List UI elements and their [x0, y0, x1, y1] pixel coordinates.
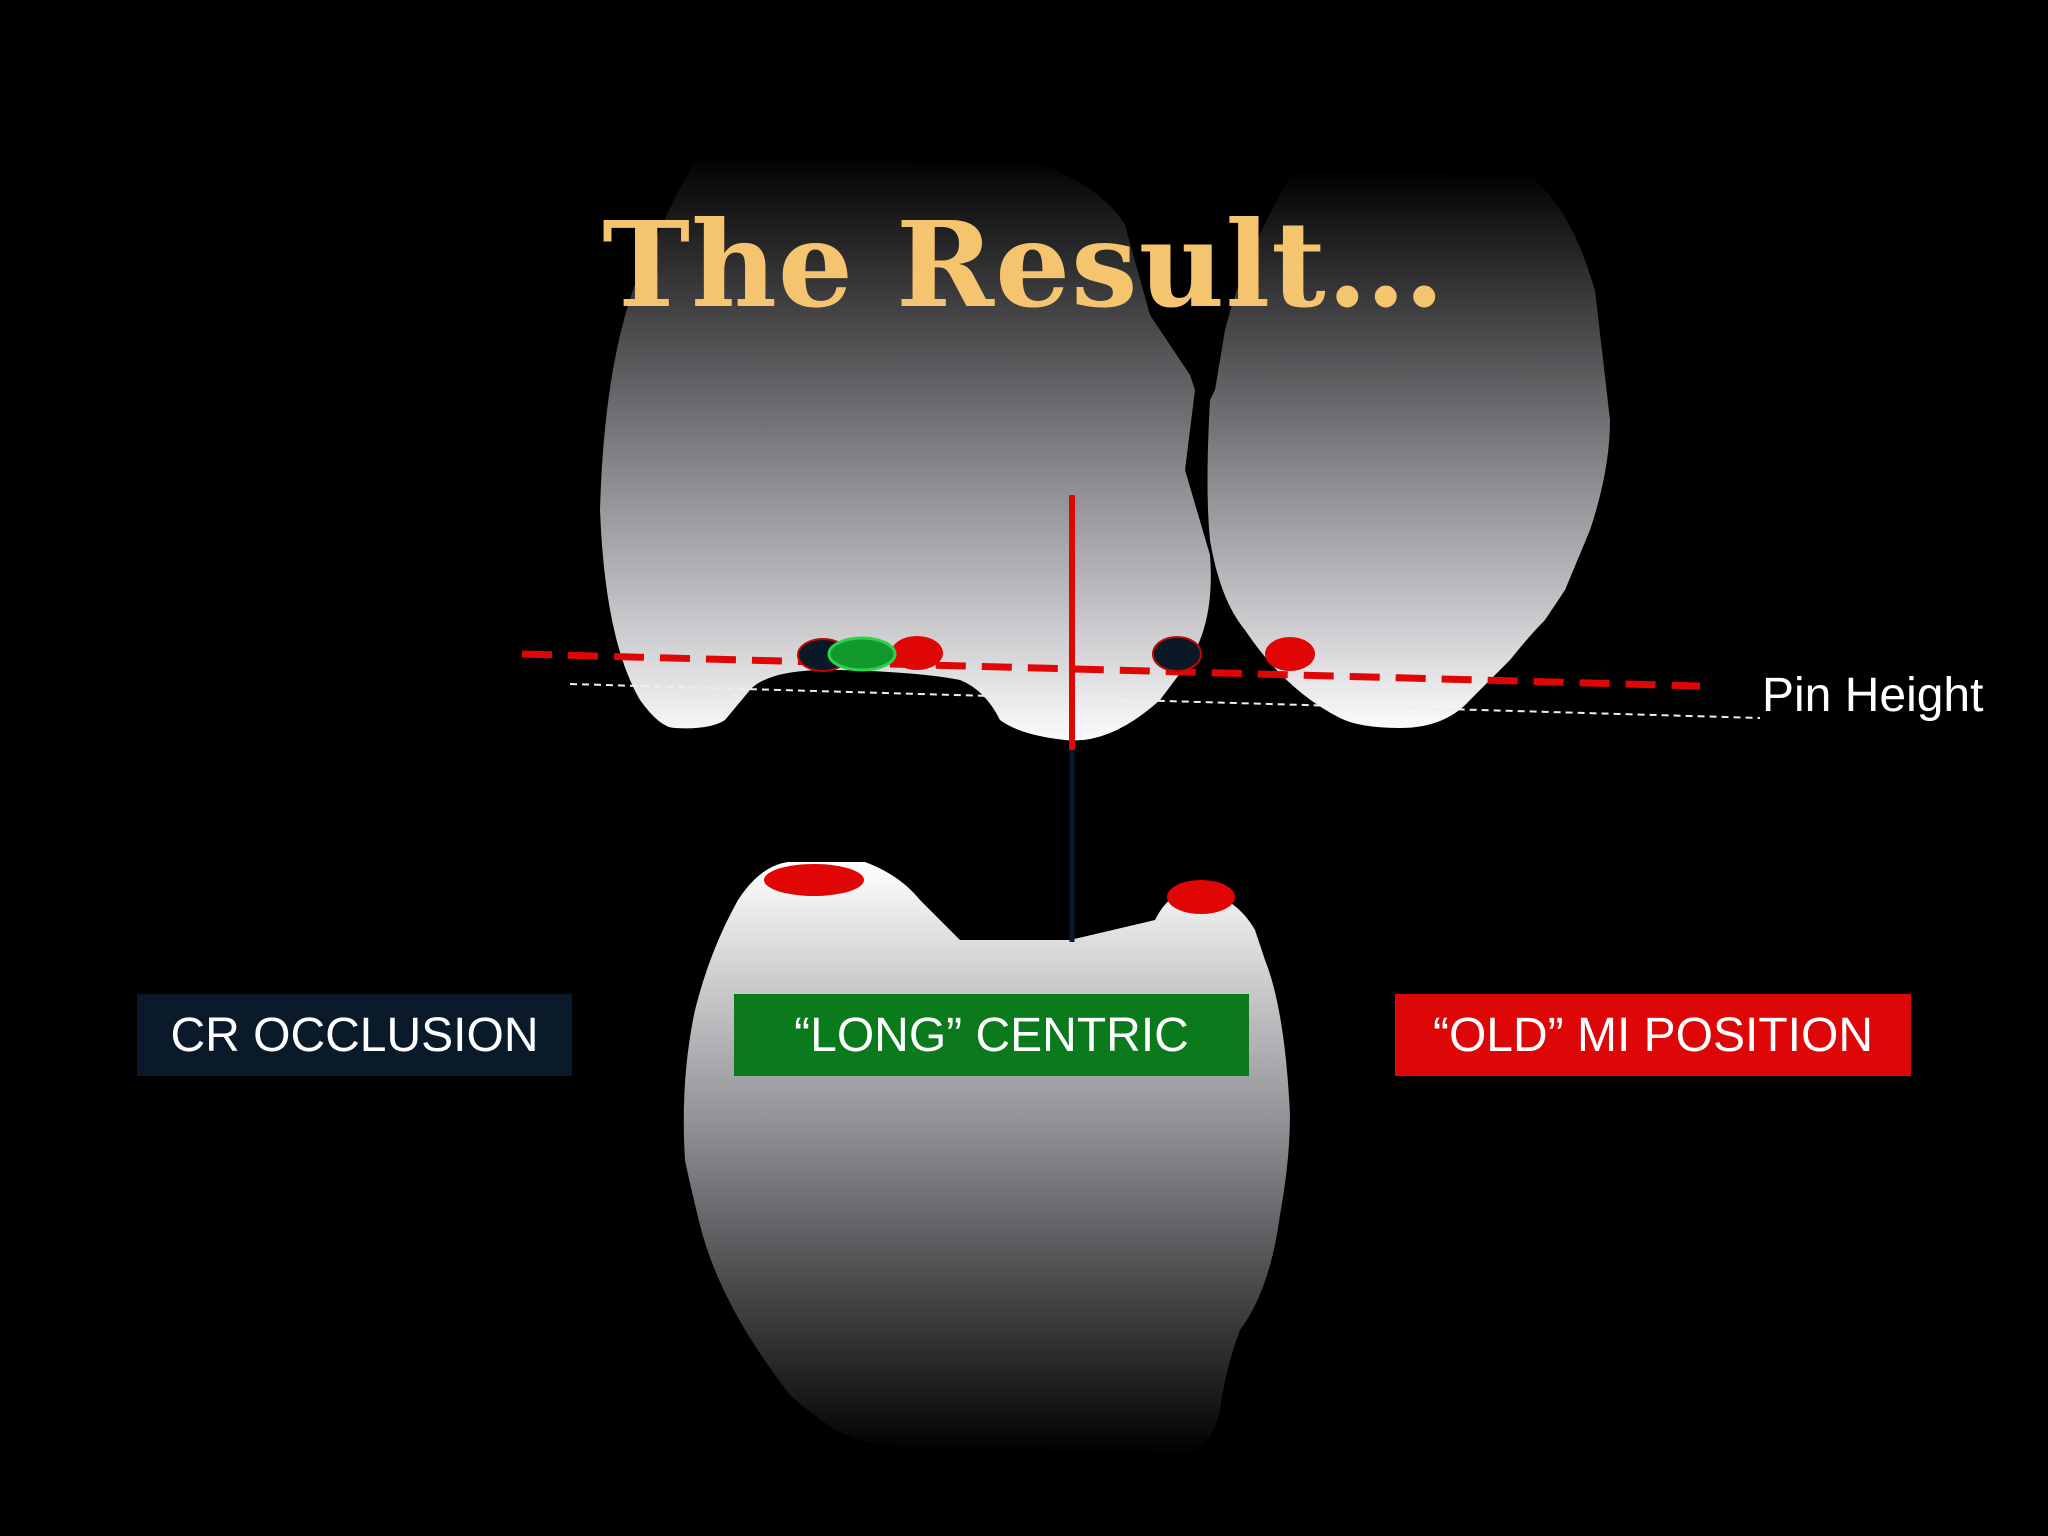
- cr-occlusion-label: CR OCCLUSION: [170, 1008, 539, 1062]
- cr-occlusion-legend: CR OCCLUSION: [137, 994, 572, 1076]
- lower-tooth: [683, 862, 1290, 1455]
- upper-left-tooth: [600, 155, 1211, 741]
- old-mi-position-legend: “OLD” MI POSITION: [1395, 994, 1911, 1076]
- lower-contact-marker-left: [764, 864, 864, 896]
- cr-contact-marker-right: [1152, 636, 1202, 672]
- long-centric-legend: “LONG” CENTRIC: [734, 994, 1249, 1076]
- pin-height-line: [521, 650, 1701, 690]
- pin-height-label: Pin Height: [1762, 669, 1984, 722]
- long-centric-contact-marker: [827, 636, 897, 672]
- old-mi-position-label: “OLD” MI POSITION: [1432, 1008, 1873, 1062]
- occlusal-plane-line: [569, 683, 1761, 719]
- slide-title: The Result…: [602, 195, 1446, 334]
- lower-contact-marker-right: [1167, 880, 1235, 914]
- long-centric-label: “LONG” CENTRIC: [794, 1008, 1189, 1062]
- old-mi-contact-marker-right: [1265, 637, 1315, 671]
- old-mi-contact-marker-left: [891, 636, 943, 670]
- upper-right-tooth: [1207, 170, 1610, 728]
